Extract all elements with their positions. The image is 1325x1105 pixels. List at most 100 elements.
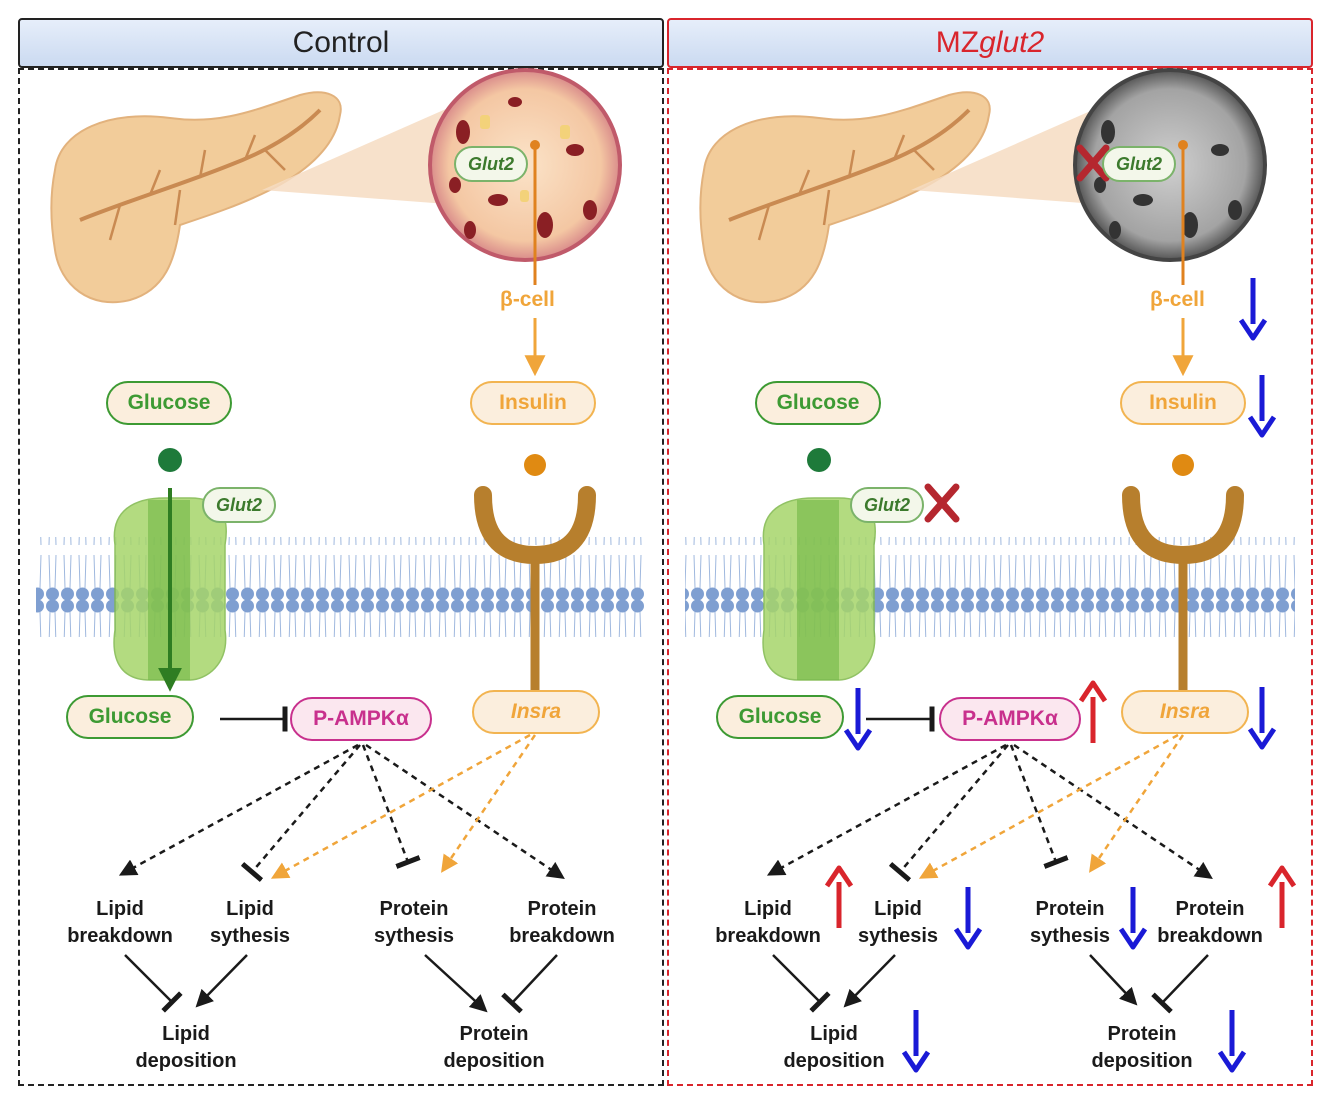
lipid-deposition-mz-line1: Lipid [810,1023,858,1045]
glut2-membrane-label: Glut2 [202,487,276,523]
lipid-synthesis-down-arrow [953,887,983,950]
knockout-x-icon [1076,144,1110,182]
lipid-synthesis-line1: Lipid [226,898,274,920]
lipid-breakdown-mz-line2: breakdown [715,925,821,947]
knockout-x-icon [924,483,960,523]
protein-deposition-label: Protein deposition [443,1021,544,1075]
glut2-islet-label-mz: Glut2 [1102,146,1176,182]
protein-synthesis-label: Protein sythesis [374,896,454,950]
beta-cell-mz-text: β-cell [1150,288,1205,311]
protein-breakdown-mz-line1: Protein [1175,898,1245,920]
p-ampk-up-arrow [1078,680,1108,743]
protein-deposition-line2: deposition [443,1050,545,1072]
lipid-synthesis-line2: sythesis [209,925,291,947]
insulin-receptor-icon [474,486,596,690]
lipid-synthesis-label-mz: Lipid sythesis [858,896,938,950]
insra-down-arrow [1247,687,1277,750]
glucose-down-arrow [843,688,873,751]
protein-synthesis-mz-line2: sythesis [1029,925,1111,947]
glucose-bottom-mz-text: Glucose [738,705,822,728]
protein-deposition-mz-line1: Protein [1107,1023,1177,1045]
protein-deposition-line1: Protein [459,1023,529,1045]
insra-mz-text: Insra [1159,700,1211,723]
beta-cell-label-mz: β-cell [1150,288,1205,312]
protein-breakdown-label-mz: Protein breakdown [1157,896,1263,950]
beta-cell-label: β-cell [500,288,555,312]
lipid-deposition-mz-line2: deposition [783,1050,885,1072]
lipid-breakdown-line2: breakdown [67,925,173,947]
mz-title-prefix: MZ [935,26,980,59]
protein-synthesis-line1: Protein [379,898,449,920]
insulin-pill: Insulin [470,381,596,425]
zoom-cone [262,105,460,205]
pancreas-illustration [50,91,342,304]
protein-synthesis-down-arrow [1118,887,1148,950]
protein-synthesis-label-mz: Protein sythesis [1030,896,1110,950]
protein-synthesis-line2: sythesis [373,925,455,947]
protein-breakdown-label: Protein breakdown [509,896,615,950]
mz-panel [685,68,1297,1073]
glucose-top-mz-text: Glucose [776,391,860,414]
mz-title-italic: glut2 [979,26,1045,59]
insra-text: Insra [510,700,562,723]
glut2-islet-label: Glut2 [454,146,528,182]
pancreas-illustration-mz [699,91,991,304]
lipid-breakdown-up-arrow [824,865,854,928]
insulin-text: Insulin [499,391,567,414]
glut2-membrane-mz-text: Glut2 [863,494,910,515]
glucose-top-text: Glucose [127,391,211,414]
lipid-breakdown-line1: Lipid [96,898,144,920]
glut2-islet-label-mz-text: Glut2 [1115,153,1162,174]
lipid-breakdown-mz-line1: Lipid [744,898,792,920]
protein-deposition-label-mz: Protein deposition [1091,1021,1192,1075]
zoom-cone-mz [911,105,1109,205]
insra-pill: Insra [472,690,600,734]
beta-cell-down-arrow [1238,278,1268,341]
lipid-deposition-label-mz: Lipid deposition [783,1021,884,1075]
lipid-deposition-line1: Lipid [162,1023,210,1045]
protein-breakdown-line2: breakdown [509,925,615,947]
insulin-molecule [524,454,546,476]
lipid-deposition-down-arrow [901,1010,931,1073]
glut2-membrane-label-mz: Glut2 [850,487,924,523]
protein-deposition-mz-line2: deposition [1091,1050,1193,1072]
p-ampk-pill: P-AMPKα [290,697,432,741]
mz-panel-frame [667,68,1313,1086]
p-ampk-mz-text: P-AMPKα [962,707,1058,730]
protein-breakdown-mz-line2: breakdown [1157,925,1263,947]
control-panel-frame [18,68,664,1086]
glut2-islet-label-text: Glut2 [467,153,514,174]
insulin-molecule-mz [1172,454,1194,476]
lipid-synthesis-mz-line2: sythesis [857,925,939,947]
lipid-deposition-line2: deposition [135,1050,237,1072]
insulin-receptor-icon-mz [1122,486,1244,690]
glut2-transporter-icon-mz [762,497,876,681]
control-panel [36,68,646,1014]
glucose-top-pill-mz: Glucose [755,381,881,425]
insra-pill-mz: Insra [1121,690,1249,734]
protein-breakdown-line1: Protein [527,898,597,920]
insulin-down-arrow [1247,375,1277,438]
lipid-synthesis-mz-line1: Lipid [874,898,922,920]
glucose-molecule-mz [807,448,831,472]
beta-cell-text: β-cell [500,288,555,311]
glucose-molecule [158,448,182,472]
protein-synthesis-mz-line1: Protein [1035,898,1105,920]
lipid-breakdown-label: Lipid breakdown [67,896,173,950]
insulin-mz-text: Insulin [1149,391,1217,414]
protein-deposition-down-arrow [1217,1010,1247,1073]
p-ampk-pill-mz: P-AMPKα [939,697,1081,741]
glut2-membrane-text: Glut2 [215,494,262,515]
protein-breakdown-up-arrow [1267,865,1297,928]
lipid-synthesis-label: Lipid sythesis [210,896,290,950]
p-ampk-text: P-AMPKα [313,707,409,730]
glucose-bottom-pill: Glucose [66,695,194,739]
control-title: Control [292,26,390,59]
glucose-top-pill: Glucose [106,381,232,425]
insulin-pill-mz: Insulin [1120,381,1246,425]
lipid-deposition-label: Lipid deposition [135,1021,236,1075]
glucose-bottom-pill-mz: Glucose [716,695,844,739]
